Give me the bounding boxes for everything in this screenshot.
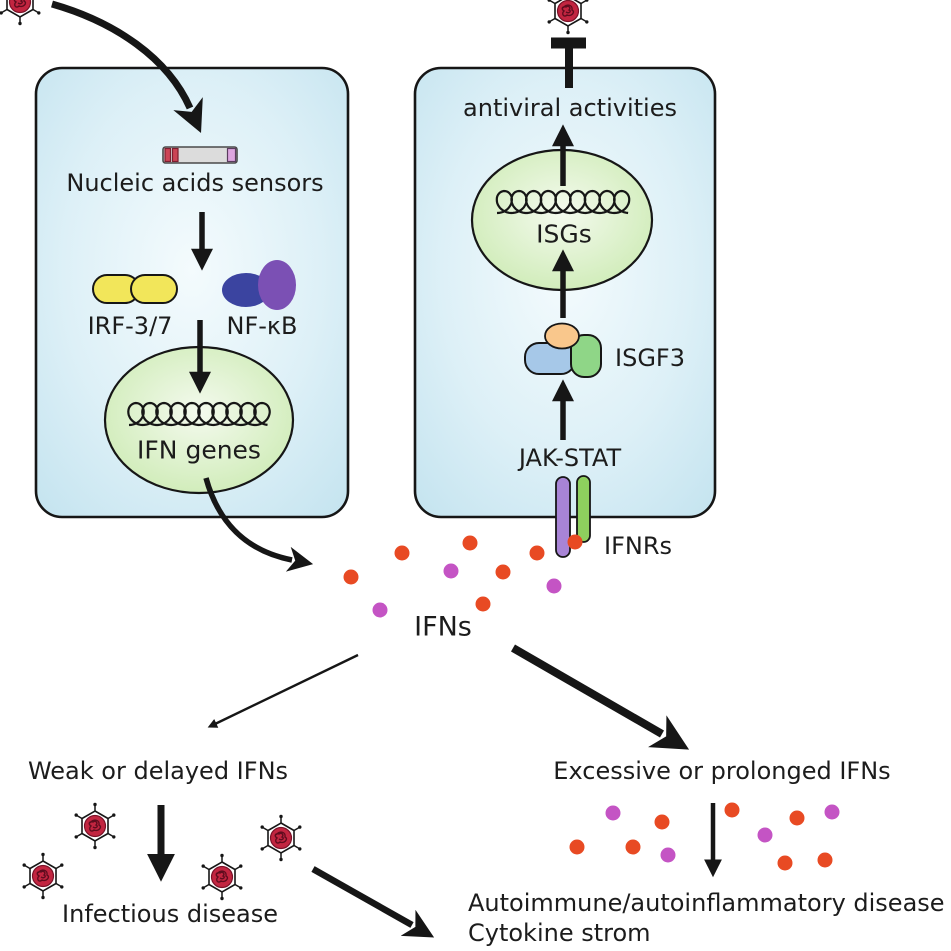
ifn-dot-red — [567, 534, 583, 550]
arrow-infectious-to-autoimmune — [311, 866, 435, 938]
ifn-dot-red — [625, 839, 641, 855]
virus-icon — [73, 801, 117, 851]
virus-icon — [0, 0, 42, 27]
ifn-dot-red — [495, 564, 511, 580]
antiviral-activities-label: antiviral activities — [463, 94, 677, 122]
ifn-dot-purple — [824, 804, 840, 820]
ifn-dot-purple — [443, 563, 459, 579]
ifn-dot-red — [462, 535, 478, 551]
dna-coil-icon — [127, 189, 631, 427]
autoimmune-line2: Cytokine strom — [468, 919, 651, 947]
isgf3-complex-icon — [524, 322, 602, 378]
ifn-dot-red — [654, 814, 670, 830]
excessive-prolonged-ifns-label: Excessive or prolonged IFNs — [553, 757, 891, 785]
nucleic-acids-sensors-label: Nucleic acids sensors — [66, 169, 324, 197]
arrow-virus-entry — [51, 0, 203, 134]
isgs-label: ISGs — [536, 219, 592, 249]
inhibition-tbar — [551, 37, 586, 88]
virus-icon — [200, 852, 244, 902]
ifn-genes-label: IFN genes — [137, 435, 261, 465]
ifn-dot-purple — [372, 602, 388, 618]
ifn-dot-purple — [605, 805, 621, 821]
virus-icon — [259, 813, 303, 863]
ifn-dot-purple — [757, 827, 773, 843]
ifn-dot-red — [475, 596, 491, 612]
ifn-dot-red — [817, 852, 833, 868]
ifn-dot-red — [777, 855, 793, 871]
infectious-disease-label: Infectious disease — [62, 900, 278, 928]
arrow-nucleus-to-ifns — [203, 477, 314, 572]
ifn-dot-red — [529, 545, 545, 561]
ifnrs-label: IFNRs — [603, 532, 673, 560]
irf37-protein-icon — [92, 274, 178, 304]
virus-icon — [21, 851, 65, 901]
isgf3-label: ISGF3 — [615, 344, 685, 372]
nfkb-protein-icon — [222, 260, 296, 310]
ifn-dots-excessive — [569, 802, 840, 871]
nfkb-label: NF-κB — [226, 312, 298, 340]
virus-icon — [546, 0, 590, 36]
jak-stat-label: JAK-STAT — [518, 444, 622, 472]
ifn-dots-mid — [343, 534, 583, 618]
autoimmune-line1: Autoimmune/autoinflammatory disease — [468, 889, 945, 917]
ifn-dot-red — [724, 802, 740, 818]
ifns-label: IFNs — [414, 611, 472, 643]
arrow-ifns-to-weak — [207, 653, 359, 728]
autoimmune-cytokine-label: Autoimmune/autoinflammatory disease Cyto… — [468, 888, 945, 948]
arrow-ifns-to-excessive — [511, 644, 690, 750]
ifn-dot-purple — [546, 578, 562, 594]
ifn-dot-red — [569, 839, 585, 855]
ifn-dot-red — [394, 545, 410, 561]
weak-delayed-ifns-label: Weak or delayed IFNs — [27, 757, 289, 785]
nucleic-acid-sensor-icon — [162, 146, 238, 164]
ifn-dot-red — [343, 569, 359, 585]
irf37-label: IRF-3/7 — [87, 312, 173, 340]
ifn-dot-red — [789, 810, 805, 826]
ifn-dot-purple — [660, 847, 676, 863]
ifn-receptor-icon — [555, 475, 591, 558]
